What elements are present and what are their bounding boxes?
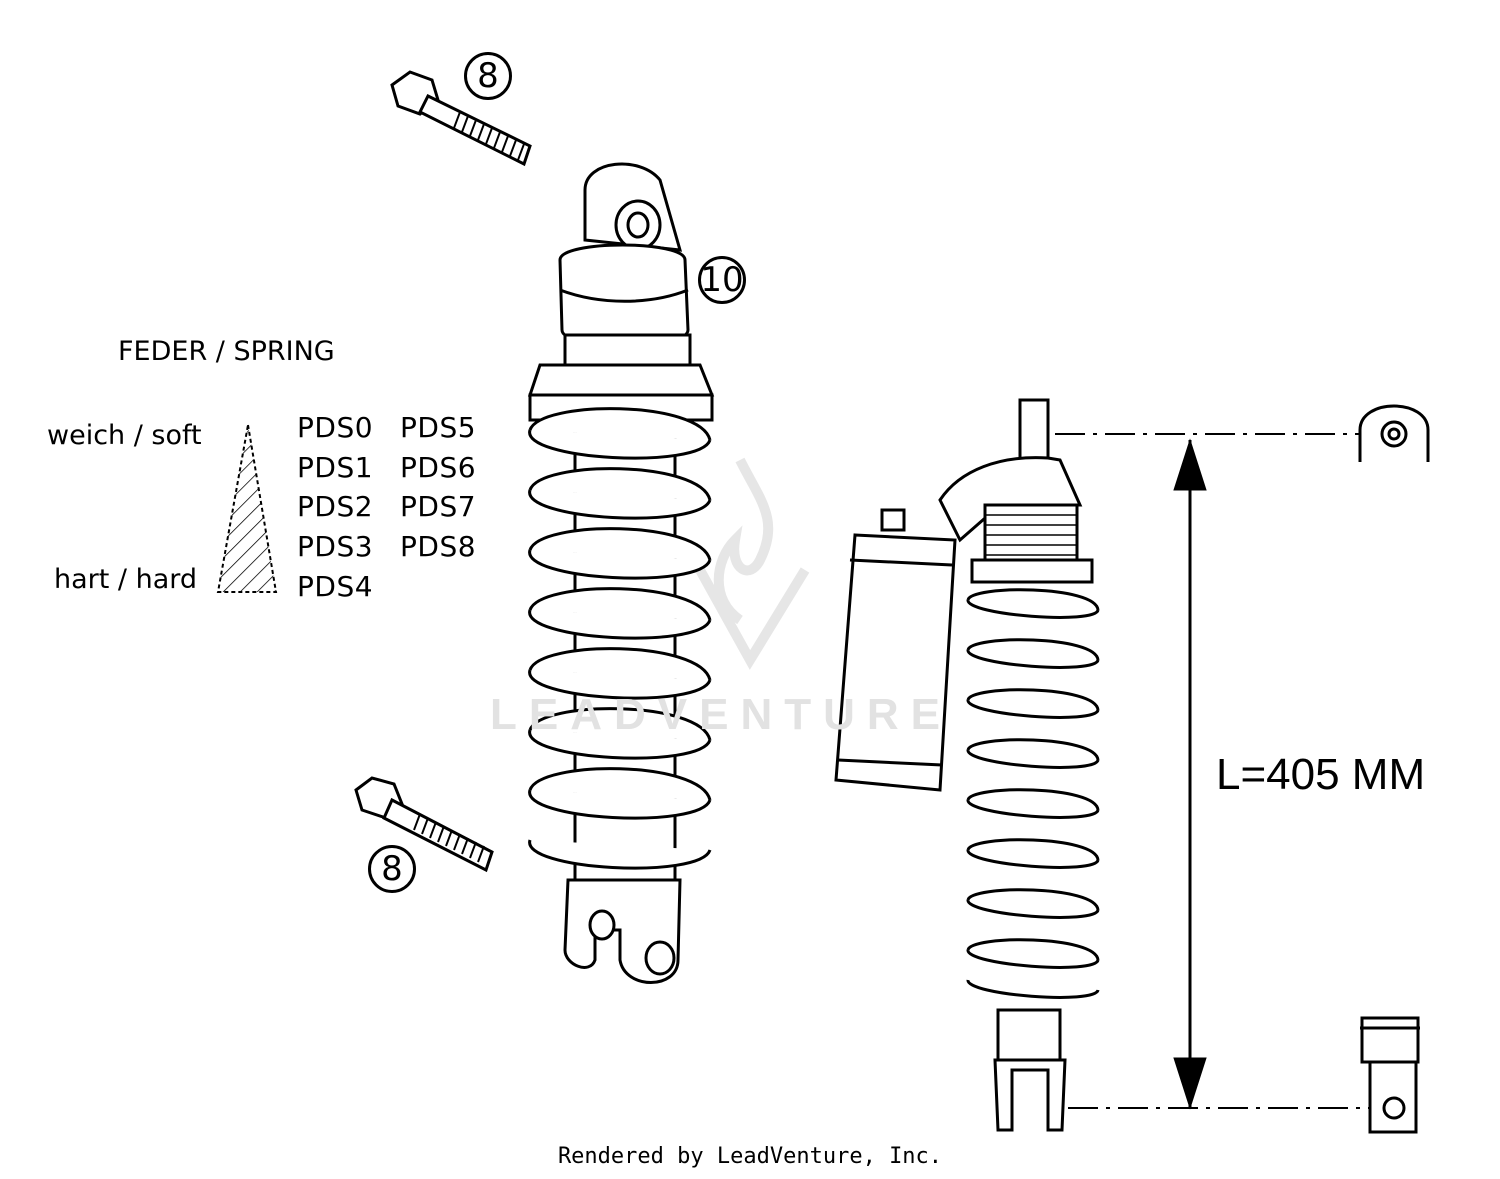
callout-bolt-bottom: 8 [368, 845, 416, 893]
spring-coils [528, 407, 712, 870]
length-dimension [1055, 433, 1392, 1110]
bolt-top [390, 70, 532, 167]
watermark-logo [695, 457, 810, 670]
legend-hard-label: hart / hard [54, 564, 198, 595]
spring-pds4: PDS4 [297, 570, 374, 603]
spring-pds6: PDS6 [400, 451, 477, 484]
bolt-bottom [354, 776, 494, 873]
callout-shock: 10 [698, 256, 746, 304]
spring-pds0: PDS0 [297, 411, 374, 444]
shock-absorber [527, 162, 715, 984]
legend-title: FEDER / SPRING [118, 336, 335, 367]
spring-pds5: PDS5 [400, 411, 477, 444]
side-spring-coils [966, 588, 1100, 999]
top-end-detail [1358, 404, 1430, 462]
footer-credit: Rendered by LeadVenture, Inc. [557, 1144, 943, 1169]
spring-pds2: PDS2 [297, 490, 374, 523]
spring-pds7: PDS7 [400, 490, 477, 523]
hardness-triangle [216, 424, 278, 593]
legend-soft-label: weich / soft [47, 420, 202, 451]
shock-side-view [834, 398, 1100, 1132]
spring-pds1: PDS1 [297, 451, 374, 484]
spring-pds3: PDS3 [297, 530, 374, 563]
callout-bolt-top: 8 [464, 52, 512, 100]
length-label: L=405 MM [1216, 750, 1426, 799]
spring-pds8: PDS8 [400, 530, 477, 563]
watermark-text: LEADVENTURE [490, 690, 953, 739]
bottom-end-detail [1360, 1016, 1420, 1134]
